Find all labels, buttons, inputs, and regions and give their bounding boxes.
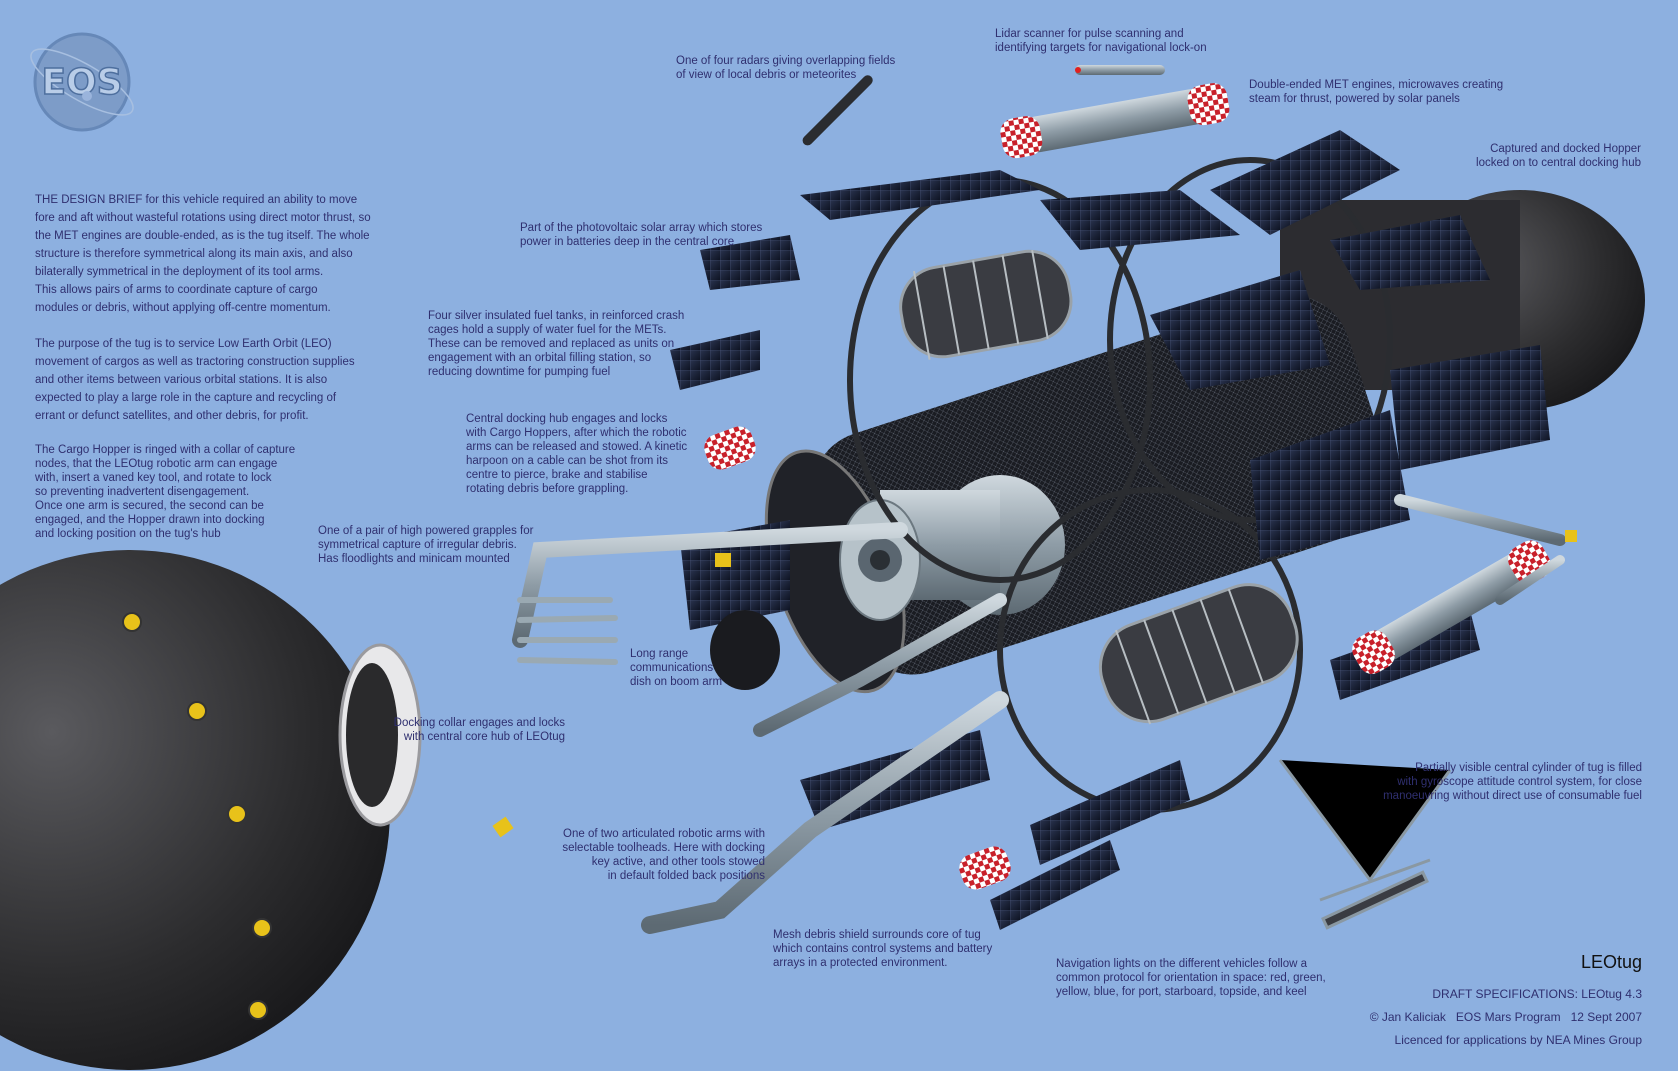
purpose-paragraph: The purpose of the tug is to service Low… (35, 338, 355, 422)
design-brief-paragraph: THE DESIGN BRIEF for this vehicle requir… (35, 194, 371, 314)
logo-text: EOS (41, 62, 122, 103)
robotic-arms (512, 494, 1566, 934)
copyright: © Jan Kaliciak EOS Mars Program 12 Sept … (1369, 1010, 1642, 1024)
callout-robotic-arm: One of two articulated robotic arms with… (562, 828, 765, 882)
eos-logo: EOS (30, 32, 134, 132)
intro-text: THE DESIGN BRIEF for this vehicle requir… (35, 191, 385, 559)
callout-grapples: One of a pair of high powered grapples f… (318, 525, 534, 565)
callout-radar: One of four radars giving overlapping fi… (676, 55, 896, 81)
comms-dish (710, 610, 780, 690)
docking-key-tools (492, 530, 1577, 838)
diagram-title: LEOtug (1580, 952, 1642, 972)
licence: Licenced for applications by NEA Mines G… (1394, 1033, 1642, 1047)
callout-met-engines: Double-ended MET engines, microwaves cre… (1249, 79, 1504, 105)
callout-mesh-shield: Mesh debris shield surrounds core of tug… (773, 929, 993, 969)
cargo-hopper-paragraph: The Cargo Hopper is ringed with a collar… (35, 444, 296, 540)
callout-hopper-docked: Captured and docked Hopper locked on to … (1476, 143, 1641, 169)
cargo-hopper (0, 550, 422, 1070)
callout-lidar: Lidar scanner for pulse scanning and ide… (995, 28, 1207, 54)
grapple-fingers (517, 597, 618, 665)
callout-fuel-tanks: Four silver insulated fuel tanks, in rei… (428, 310, 685, 378)
capture-nodes (122, 612, 272, 1020)
support-struts (1278, 759, 1452, 930)
radar (802, 75, 873, 146)
met-engines (704, 83, 1551, 890)
callout-docking-hub: Central docking hub engages and locks wi… (466, 413, 688, 495)
credits-block: LEOtug DRAFT SPECIFICATIONS: LEOtug 4.3 … (1370, 952, 1642, 1052)
spec-version: DRAFT SPECIFICATIONS: LEOtug 4.3 (1432, 987, 1642, 1001)
callout-comms-dish: Long range communications dish on boom a… (630, 648, 723, 688)
callout-nav-lights: Navigation lights on the different vehic… (1056, 958, 1326, 998)
callout-solar-array: Part of the photovoltaic solar array whi… (520, 222, 763, 248)
callout-gyroscope: Partially visible central cylinder of tu… (1383, 762, 1642, 802)
fuel-tanks (899, 249, 1299, 725)
lidar-scanner (1075, 65, 1165, 75)
callout-docking-collar: Docking collar engages and locks with ce… (393, 717, 565, 743)
solar-panels (670, 130, 1550, 930)
